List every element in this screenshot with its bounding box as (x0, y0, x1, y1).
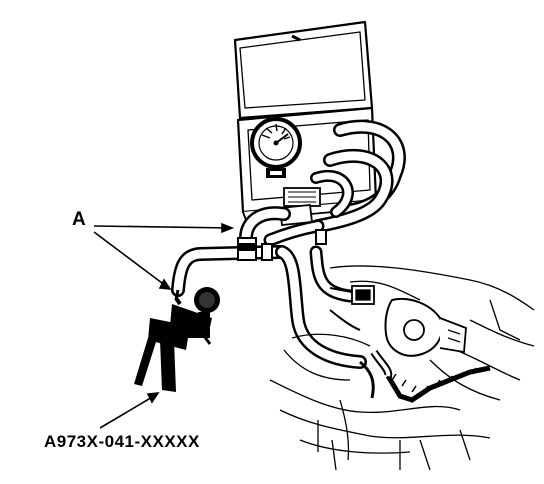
hand-vacuum-pump-icon (134, 287, 220, 392)
part-number-leader (99, 392, 160, 429)
tee-fitting (237, 229, 327, 261)
gauge-icon (250, 117, 302, 178)
part-number-label: A973X-041-XXXXX (44, 432, 200, 451)
hose-icon (171, 119, 406, 369)
callout-label-a: A (72, 209, 86, 230)
engine-bay-icon (269, 265, 535, 471)
callout-a-leaders (93, 222, 235, 290)
